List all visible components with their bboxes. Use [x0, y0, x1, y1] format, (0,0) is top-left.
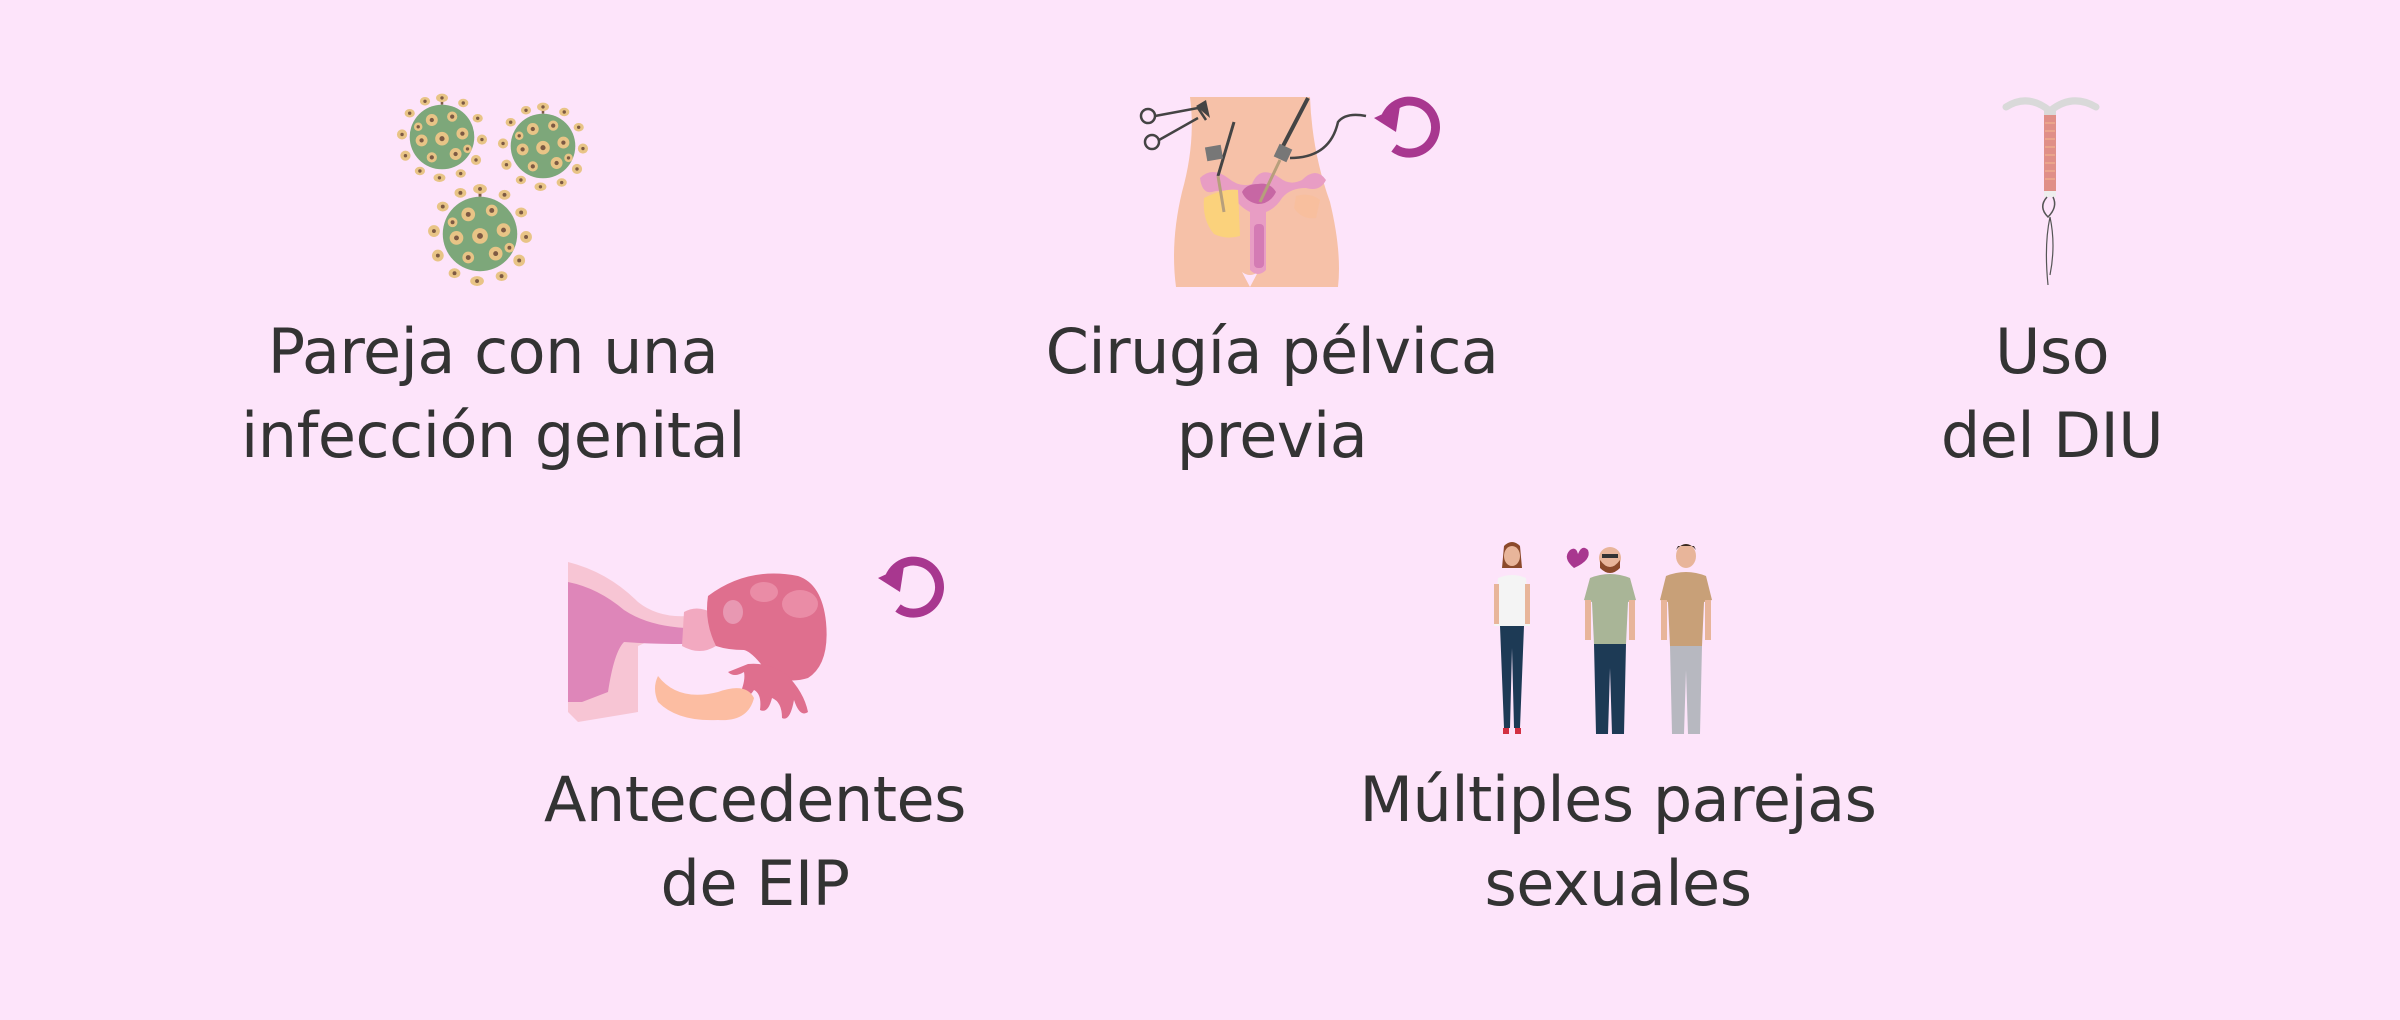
people-group-icon — [1490, 538, 1750, 743]
label-line: sexuales — [1484, 847, 1752, 920]
label-partner-infection: Pareja con una infección genital — [241, 310, 745, 478]
label-line: Múltiples parejas — [1359, 763, 1877, 836]
history-arrow-icon — [876, 552, 946, 622]
label-line: del DIU — [1940, 399, 2164, 472]
history-arrow-icon — [1372, 92, 1442, 162]
label-line: Uso — [1994, 315, 2110, 388]
laparoscopic-surgery-icon — [1130, 92, 1380, 292]
label-line: infección genital — [241, 399, 745, 472]
label-line: Antecedentes — [544, 763, 966, 836]
label-pelvic-surgery: Cirugía pélvica previa — [1046, 310, 1499, 478]
label-line: previa — [1176, 399, 1368, 472]
label-line: Cirugía pélvica — [1045, 315, 1499, 388]
virus-cluster-icon — [395, 90, 595, 290]
label-multiple-partners: Múltiples parejas sexuales — [1360, 758, 1877, 926]
label-pid-history: Antecedentes de EIP — [544, 758, 966, 926]
iud-icon — [1998, 95, 2108, 295]
inflamed-fallopian-tube-icon — [568, 552, 868, 732]
label-iud-use: Uso del DIU — [1940, 310, 2164, 478]
label-line: de EIP — [660, 847, 850, 920]
label-line: Pareja con una — [267, 315, 719, 388]
